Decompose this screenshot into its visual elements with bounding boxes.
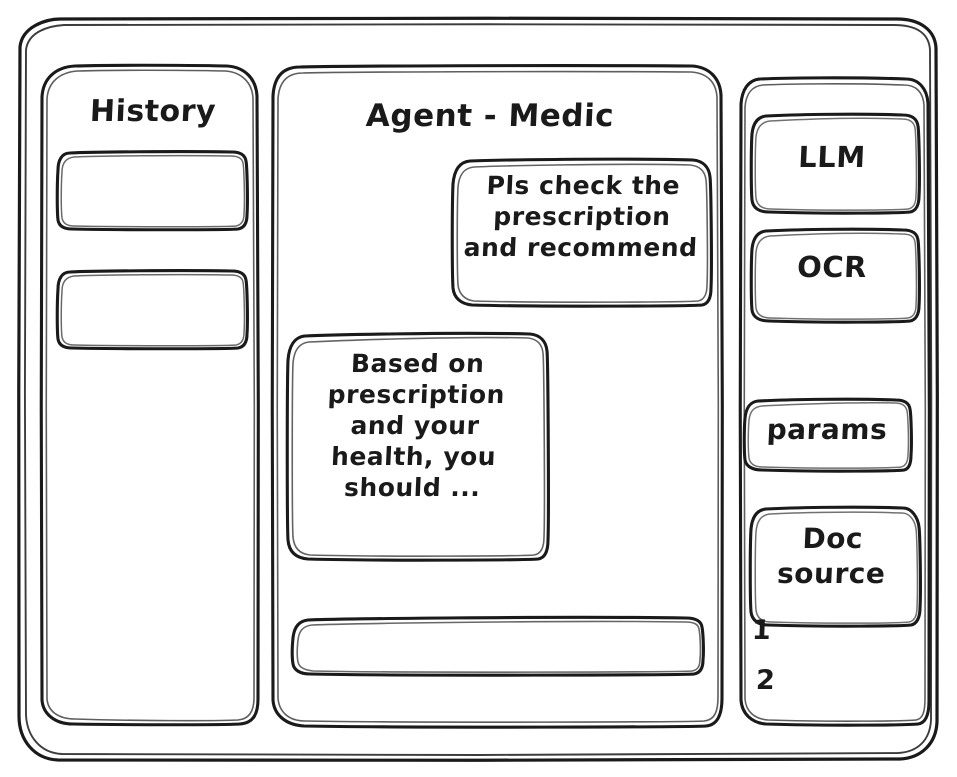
tool-llm-button[interactable]: [752, 115, 920, 213]
user-message-outline: [450, 157, 713, 308]
params-button[interactable]: [745, 400, 912, 471]
agent-message-outline: [285, 331, 550, 562]
history-item-1[interactable]: [58, 152, 248, 230]
page-title: Agent - Medic: [365, 98, 615, 134]
agent-panel-outline: [270, 64, 724, 729]
tool-ocr-outline: [749, 227, 921, 324]
tool-ocr-button[interactable]: [752, 230, 920, 322]
history-item-2-outline: [55, 269, 249, 351]
window-frame: [17, 16, 940, 763]
history-panel-outline: [39, 63, 260, 727]
doc-source-outline: [748, 505, 922, 628]
tools-panel-outline: [738, 76, 931, 727]
history-item-2[interactable]: [58, 271, 248, 349]
user-message-text: Pls check the prescription and recommend: [463, 171, 699, 262]
assistant-message-text: Based on prescription and your health, y…: [327, 349, 506, 502]
composer-outline: [290, 615, 705, 677]
doc-source-item-2[interactable]: 2: [755, 665, 776, 696]
tool-llm-outline: [749, 112, 921, 215]
composer-input[interactable]: [293, 618, 704, 675]
doc-source-button[interactable]: [751, 508, 921, 626]
history-item-1-outline: [55, 150, 249, 232]
history-panel-title: History: [89, 94, 217, 129]
params-outline: [742, 397, 913, 473]
